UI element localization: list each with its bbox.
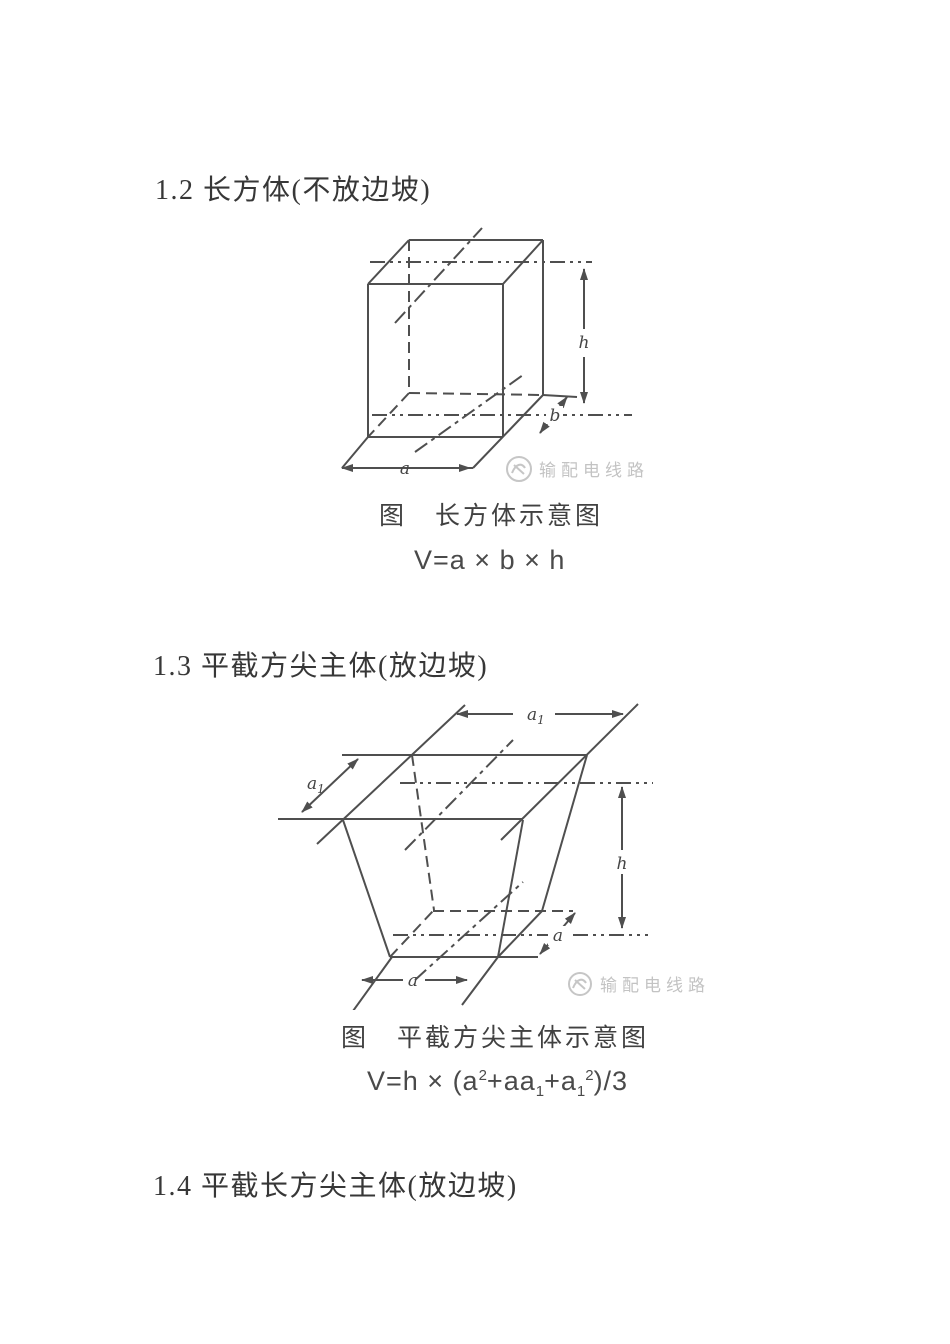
formula-frustum-sub1: 1 bbox=[535, 1083, 545, 1100]
figure-caption-cuboid: 图 长方体示意图 bbox=[379, 503, 604, 530]
watermark-logo-icon bbox=[568, 972, 592, 996]
formula-frustum-lead: V=h × (a bbox=[367, 1066, 479, 1096]
formula-frustum: V=h × (a2+aa1+a12)/3 bbox=[367, 1066, 629, 1100]
dimension-label-b: b bbox=[550, 406, 561, 426]
label-a-right-backing bbox=[548, 926, 568, 945]
watermark-logo-swirl bbox=[572, 978, 587, 990]
formula-frustum-mid1: +aa bbox=[486, 1066, 536, 1096]
frustum-centerlines bbox=[404, 739, 524, 981]
formula-frustum-sup1: 2 bbox=[478, 1067, 487, 1084]
cuboid-figure: a b h 输配电线路 bbox=[330, 225, 650, 495]
dimension-label-a-right: a bbox=[553, 926, 563, 946]
cuboid-extension-lines bbox=[370, 261, 632, 416]
section-heading-1-3: 1.3 平截方尖主体(放边坡) bbox=[153, 651, 489, 682]
dimension-label-h: h bbox=[617, 854, 628, 874]
figure-caption-frustum: 图 平截方尖主体示意图 bbox=[341, 1025, 650, 1052]
section-heading-1-4: 1.4 平截长方尖主体(放边坡) bbox=[153, 1171, 518, 1202]
dimension-label-a1-left: a1 bbox=[307, 774, 325, 796]
watermark-logo-icon bbox=[506, 456, 532, 482]
section-heading-1-2: 1.2 长方体(不放边坡) bbox=[155, 175, 432, 206]
formula-frustum-sub2: 1 bbox=[576, 1083, 586, 1100]
frustum-diagram: a1 a1 a a h 输配电线路 bbox=[278, 703, 705, 1010]
frustum-hidden-edges bbox=[389, 754, 573, 958]
cuboid-dimension-arrows bbox=[341, 268, 588, 472]
formula-frustum-tail: )/3 bbox=[593, 1066, 629, 1096]
watermark: 输配电线路 bbox=[568, 972, 705, 996]
formula-frustum-sup2: 2 bbox=[585, 1067, 594, 1084]
formula-frustum-mid2: +a bbox=[544, 1066, 577, 1096]
cuboid-solid-edges bbox=[341, 239, 578, 469]
frustum-solid-edges bbox=[278, 703, 639, 1010]
watermark-text: 输配电线路 bbox=[600, 976, 705, 995]
watermark-text: 输配电线路 bbox=[539, 461, 649, 480]
dimension-label-h: h bbox=[579, 333, 590, 353]
dimension-label-a-bottom: a bbox=[408, 971, 418, 991]
cuboid-hidden-edges bbox=[367, 240, 544, 438]
label-b-backing bbox=[546, 406, 563, 424]
cuboid-centerlines bbox=[394, 227, 524, 453]
frustum-extension-lines bbox=[393, 782, 653, 936]
cuboid-diagram: a b h 输配电线路 bbox=[341, 227, 649, 482]
watermark-logo-swirl bbox=[511, 463, 526, 475]
dimension-label-a1-top: a1 bbox=[527, 705, 545, 727]
formula-cuboid: V=a × b × h bbox=[414, 545, 566, 575]
frustum-figure: a1 a1 a a h 输配电线路 bbox=[255, 692, 705, 1010]
frustum-dimension-arrows bbox=[301, 710, 626, 984]
dimension-label-a: a bbox=[400, 459, 410, 479]
watermark: 输配电线路 bbox=[506, 456, 649, 482]
